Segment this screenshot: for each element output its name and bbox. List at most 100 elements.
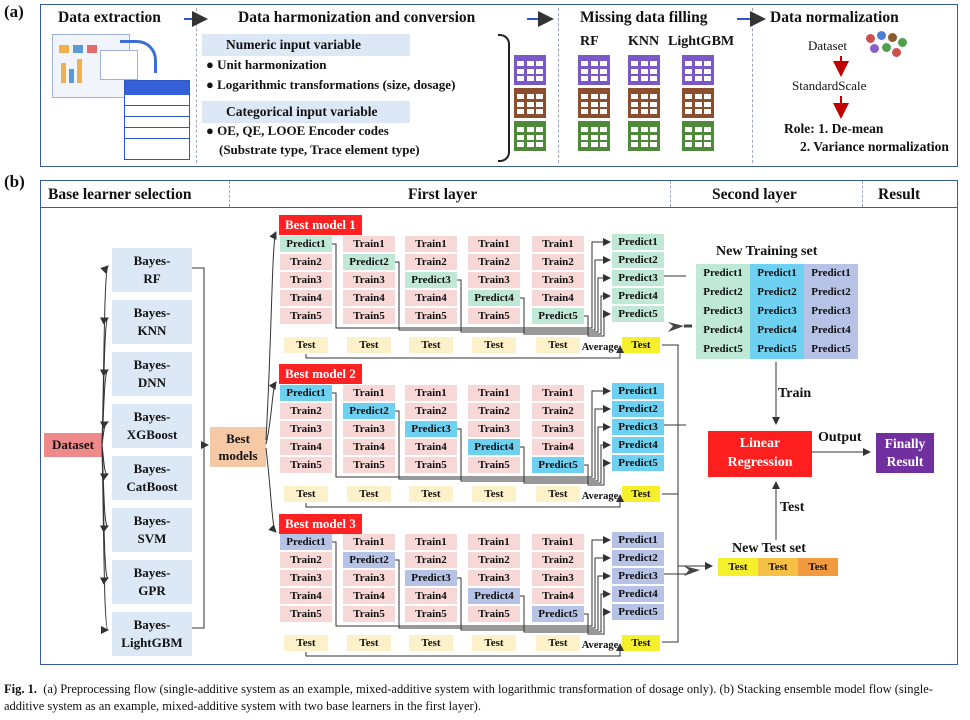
- predict-cell-m1-f2-r2: Predict2: [343, 254, 395, 270]
- predict-cell-m3-f2-r2: Predict2: [343, 552, 395, 568]
- section-data-extraction: Data extraction: [58, 9, 161, 26]
- new-test-title: New Test set: [732, 541, 806, 556]
- train-cell-m3-f1-r5: Train5: [280, 606, 332, 622]
- train-cell-m2-f5-r2: Train2: [532, 403, 584, 419]
- section-harmonization: Data harmonization and conversion: [238, 9, 476, 26]
- test-cell-m2-f4: Test: [472, 486, 516, 502]
- grid-icon-knn-2: [628, 88, 660, 118]
- predict-cell-m3-f3-r3: Predict3: [405, 570, 457, 586]
- test-cell-m2-f1: Test: [284, 486, 328, 502]
- train-cell-m1-f2-r3: Train3: [343, 272, 395, 288]
- method-rf: RF: [580, 34, 599, 49]
- predict-cell-m1-f4-r4: Predict4: [468, 290, 520, 306]
- predict-cell-m2-f3-r3: Predict3: [405, 421, 457, 437]
- train-cell-m1-f4-r5: Train5: [468, 308, 520, 324]
- norm-role-2: 2. Variance normalization: [800, 139, 949, 154]
- train-cell-m3-f5-r2: Train2: [532, 552, 584, 568]
- header-divider-3: [862, 181, 863, 207]
- output-predict-m1-r2: Predict2: [612, 252, 664, 268]
- output-predict-m2-r3: Predict3: [612, 419, 664, 435]
- output-predict-m2-r4: Predict4: [612, 437, 664, 453]
- test-cell-m1-f2: Test: [347, 337, 391, 353]
- best-model-3-label: Best model 3: [279, 514, 362, 534]
- linear-regression-box: Linear Regression: [708, 431, 812, 477]
- categorical-variable-title: Categorical input variable: [202, 101, 410, 123]
- bayes-svm: Bayes- SVM: [112, 508, 192, 552]
- predict-cell-m1-f3-r3: Predict3: [405, 272, 457, 288]
- output-predict-m2-r5: Predict5: [612, 455, 664, 471]
- train-cell-m1-f2-r5: Train5: [343, 308, 395, 324]
- numeric-item-2-text: Logarithmic transformations (size, dosag…: [217, 77, 456, 92]
- grid-icon-harmonized-3: [514, 121, 546, 151]
- header-result: Result: [878, 186, 921, 203]
- average-test-m1: Test: [622, 337, 660, 353]
- train-cell-m1-f4-r1: Train1: [468, 236, 520, 252]
- train-cell-m2-f4-r3: Train3: [468, 421, 520, 437]
- predict-cell-m3-f5-r5: Predict5: [532, 606, 584, 622]
- output-label: Output: [818, 430, 862, 445]
- train-cell-m1-f4-r3: Train3: [468, 272, 520, 288]
- test-cell-m1-f5: Test: [536, 337, 580, 353]
- train-cell-m2-f3-r2: Train2: [405, 403, 457, 419]
- test-cell-m3-f1: Test: [284, 635, 328, 651]
- average-label-m1: Average: [581, 342, 619, 353]
- train-cell-m1-f1-r3: Train3: [280, 272, 332, 288]
- new-test-cell-1: Test: [718, 558, 758, 576]
- output-predict-m3-r4: Predict4: [612, 586, 664, 602]
- grid-icon-rf-2: [578, 88, 610, 118]
- train-cell-m3-f5-r3: Train3: [532, 570, 584, 586]
- dots-cluster-icon: [862, 30, 910, 60]
- train-cell-m3-f2-r4: Train4: [343, 588, 395, 604]
- output-predict-m1-r3: Predict3: [612, 270, 664, 286]
- train-cell-m2-f3-r5: Train5: [405, 457, 457, 473]
- bayes-xgboost: Bayes- XGBoost: [112, 404, 192, 448]
- train-cell-m2-f2-r5: Train5: [343, 457, 395, 473]
- panel-a-label: (a): [4, 2, 24, 21]
- section-missing-data: Missing data filling: [580, 9, 708, 26]
- predict-cell-m1-f5-r5: Predict5: [532, 308, 584, 324]
- grid-icon-rf-3: [578, 121, 610, 151]
- train-cell-m1-f3-r2: Train2: [405, 254, 457, 270]
- train-cell-m1-f5-r3: Train3: [532, 272, 584, 288]
- table-illustration: [124, 80, 190, 160]
- train-cell-m1-f3-r1: Train1: [405, 236, 457, 252]
- bayes-lightgbm: Bayes- LightGBM: [112, 612, 192, 656]
- new-training-cell-r3-c3: Predict3: [804, 302, 858, 321]
- output-predict-m2-r2: Predict2: [612, 401, 664, 417]
- output-predict-m1-r4: Predict4: [612, 288, 664, 304]
- best-model-1-label: Best model 1: [279, 215, 362, 235]
- header-divider-2: [670, 181, 671, 207]
- numeric-variable-title: Numeric input variable: [202, 34, 410, 56]
- train-cell-m3-f5-r1: Train1: [532, 534, 584, 550]
- section-normalization: Data normalization: [770, 9, 899, 26]
- best-model-2-label: Best model 2: [279, 364, 362, 384]
- predict-cell-m1-f1-r1: Predict1: [280, 236, 332, 252]
- dataset-box: Dataset: [44, 433, 102, 457]
- test-cell-m1-f1: Test: [284, 337, 328, 353]
- grid-icon-rf-1: [578, 55, 610, 85]
- new-training-cell-r2-c3: Predict2: [804, 283, 858, 302]
- new-training-cell-r4-c1: Predict4: [696, 321, 750, 340]
- train-cell-m2-f5-r4: Train4: [532, 439, 584, 455]
- train-cell-m2-f2-r4: Train4: [343, 439, 395, 455]
- new-training-cell-r1-c1: Predict1: [696, 264, 750, 283]
- train-cell-m2-f2-r3: Train3: [343, 421, 395, 437]
- train-cell-m1-f5-r1: Train1: [532, 236, 584, 252]
- train-cell-m3-f4-r2: Train2: [468, 552, 520, 568]
- output-predict-m3-r1: Predict1: [612, 532, 664, 548]
- predict-cell-m2-f2-r2: Predict2: [343, 403, 395, 419]
- train-cell-m1-f2-r1: Train1: [343, 236, 395, 252]
- finally-result-box: Finally Result: [876, 433, 934, 473]
- train-cell-m3-f5-r4: Train4: [532, 588, 584, 604]
- train-cell-m1-f5-r2: Train2: [532, 254, 584, 270]
- train-cell-m2-f4-r1: Train1: [468, 385, 520, 401]
- grid-icon-lightgbm-3: [682, 121, 714, 151]
- output-predict-m3-r3: Predict3: [612, 568, 664, 584]
- train-cell-m3-f4-r5: Train5: [468, 606, 520, 622]
- grid-icon-lightgbm-1: [682, 55, 714, 85]
- train-cell-m2-f4-r2: Train2: [468, 403, 520, 419]
- train-cell-m3-f3-r1: Train1: [405, 534, 457, 550]
- train-cell-m3-f2-r5: Train5: [343, 606, 395, 622]
- average-label-m3: Average: [581, 640, 619, 651]
- train-arrow-label: Train: [778, 386, 812, 401]
